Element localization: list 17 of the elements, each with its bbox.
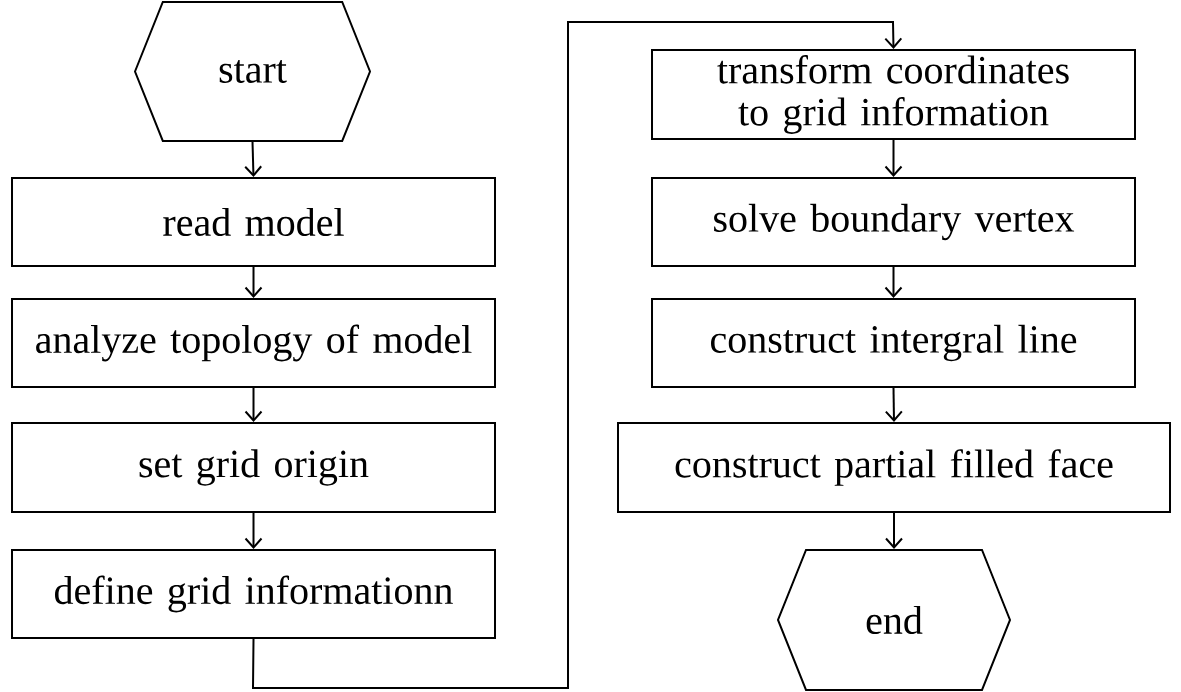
arrow — [252, 21, 903, 689]
process-box: define grid informationn — [11, 549, 496, 639]
arrow — [884, 387, 903, 422]
process-box: transform coordinates to grid information — [651, 49, 1136, 140]
arrow — [884, 139, 903, 177]
arrow — [244, 512, 263, 549]
arrow — [244, 387, 263, 422]
process-box: solve boundary vertex — [651, 177, 1136, 267]
process-box: construct partial filled face — [617, 422, 1171, 513]
arrow — [244, 141, 263, 177]
process-box: set grid origin — [11, 422, 496, 513]
process-box: read model — [11, 177, 496, 267]
arrow — [244, 266, 263, 298]
process-box: construct intergral line — [651, 298, 1136, 388]
arrow — [884, 266, 903, 298]
arrow — [885, 512, 903, 549]
process-box: analyze topology of model — [11, 298, 496, 388]
